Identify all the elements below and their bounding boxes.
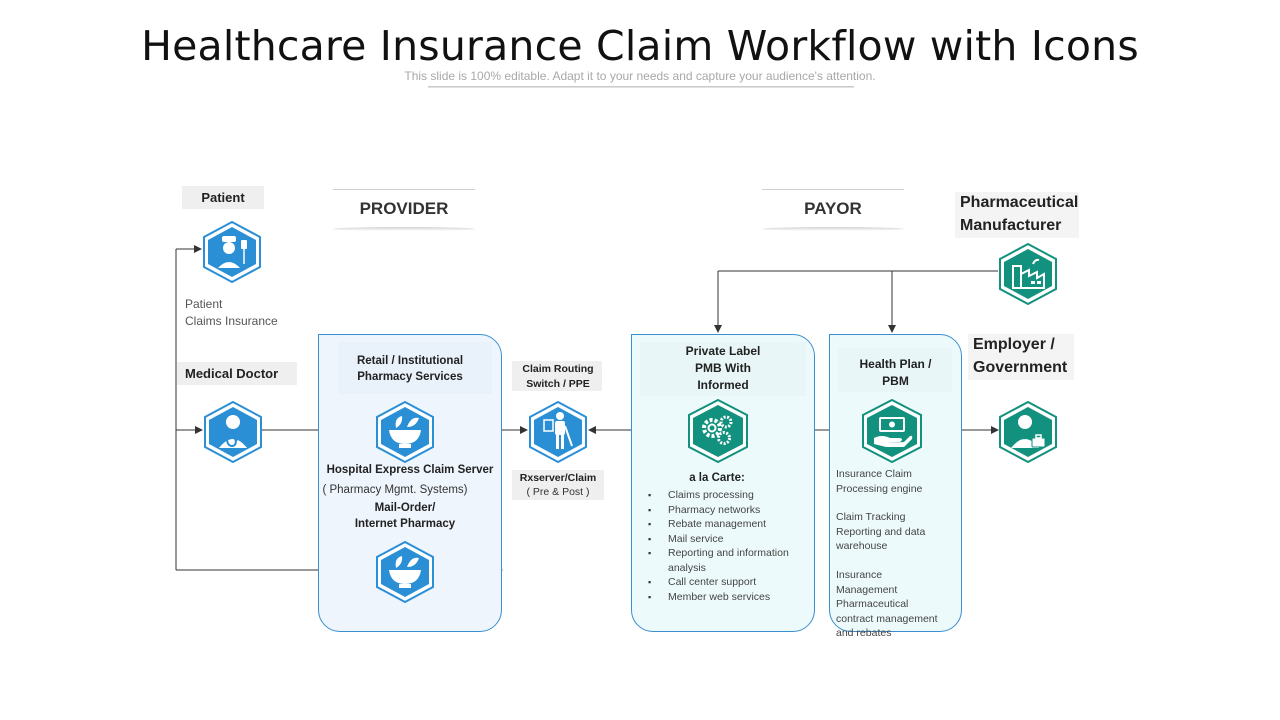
list-item: Member web services — [648, 590, 798, 605]
note3-line4: contract management — [836, 612, 938, 625]
businessman-icon — [999, 400, 1057, 464]
factory-icon — [999, 242, 1057, 306]
list-item: Claims processing — [648, 488, 798, 503]
health-plan-title-bg — [838, 348, 952, 392]
routing-title-line2: Switch / PPE — [526, 378, 590, 390]
patient-label: Patient — [182, 186, 264, 209]
mail-order-line2: Internet Pharmacy — [354, 518, 456, 530]
private-label-line3: Informed — [697, 378, 749, 392]
health-plan-title: Health Plan / PBM — [829, 356, 962, 390]
patient-caption-line1: Patient — [185, 297, 223, 311]
page-subtitle: This slide is 100% editable. Adapt it to… — [404, 69, 876, 83]
list-item: Mail service — [648, 532, 798, 547]
routing-title-bg — [512, 361, 602, 391]
provider-top-line — [333, 189, 475, 190]
subtitle-divider — [428, 86, 854, 88]
hospital-server-label: Hospital Express Claim Server — [326, 464, 494, 476]
employer-label-bg — [968, 334, 1074, 380]
rx-label: Rxserver/Claim — [519, 472, 597, 484]
patient-nurse-icon — [203, 220, 261, 284]
health-plan-note-3: Insurance Management Pharmaceutical cont… — [836, 568, 966, 641]
note3-line2: Management — [836, 583, 898, 596]
pharmacy-title-line1: Retail / Institutional — [356, 355, 464, 367]
health-plan-note-2: Claim Tracking Reporting and data wareho… — [836, 510, 962, 554]
note2-line3: warehouse — [836, 540, 888, 552]
note1-line2: Processing engine — [836, 482, 923, 495]
pharma-line2: Manufacturer — [960, 217, 1062, 234]
health-plan-line1: Health Plan / — [859, 357, 932, 371]
private-label-line2: PMB With — [695, 361, 751, 375]
payor-header: PAYOR — [804, 199, 862, 218]
note3-line1: Insurance — [836, 569, 883, 581]
doctor-stethoscope-icon — [204, 400, 262, 464]
list-item: Pharmacy networks — [648, 503, 798, 518]
employer-line2: Government — [973, 359, 1068, 376]
employer-line1: Employer / — [973, 336, 1055, 353]
page-title: Healthcare Insurance Claim Workflow with… — [141, 22, 1139, 70]
gears-icon — [688, 398, 748, 464]
services-list: Claims processing Pharmacy networks Reba… — [648, 488, 798, 604]
money-hand-icon — [862, 398, 922, 464]
pharmacy-title: Retail / Institutional Pharmacy Services — [330, 353, 490, 385]
provider-underline — [333, 227, 475, 231]
mail-order-line1: Mail-Order/ — [374, 502, 436, 514]
routing-title: Claim Routing Switch / PPE — [512, 362, 604, 392]
routing-title-line1: Claim Routing — [522, 363, 594, 375]
mail-order-label: Mail-Order/ Internet Pharmacy — [318, 500, 492, 532]
note3-line5: and rebates — [836, 627, 892, 639]
private-label-title-bg — [640, 342, 806, 396]
patient-caption-line2: Claims Insurance — [185, 314, 278, 328]
health-plan-note-1: Insurance Claim Processing engine — [836, 467, 962, 496]
provider-header: PROVIDER — [359, 199, 449, 218]
person-switch-icon — [529, 400, 587, 464]
pharma-label: Pharmaceutical Manufacturer — [960, 191, 1078, 237]
pharmacy-mgmt-label: ( Pharmacy Mgmt. Systems) — [322, 484, 468, 496]
patient-caption: Patient Claims Insurance — [185, 296, 278, 330]
pharmacy-title-line2: Pharmacy Services — [357, 371, 463, 383]
mortar-pestle-icon — [376, 400, 434, 464]
payor-underline — [762, 227, 904, 231]
mortar-pestle-icon — [376, 540, 434, 604]
health-plan-line2: PBM — [882, 374, 909, 388]
rx-label-bg — [512, 470, 604, 500]
private-label-line1: Private Label — [685, 344, 761, 358]
note2-line2: Reporting and data — [836, 525, 926, 538]
note1-line1: Insurance Claim — [836, 468, 912, 480]
a-la-carte-label: a la Carte: — [689, 472, 745, 484]
rx-sub-label: ( Pre & Post ) — [526, 486, 590, 498]
note2-line1: Claim Tracking — [836, 511, 906, 523]
employer-label: Employer / Government — [973, 333, 1067, 379]
list-item: Reporting and information analysis — [648, 546, 798, 575]
private-label-title: Private Label PMB With Informed — [631, 343, 815, 394]
pharma-line1: Pharmaceutical — [960, 194, 1079, 211]
payor-top-line — [762, 189, 904, 190]
list-item: Call center support — [648, 575, 798, 590]
doctor-label: Medical Doctor — [177, 362, 297, 385]
list-item: Rebate management — [648, 517, 798, 532]
pharmacy-title-bg — [338, 342, 492, 394]
pharma-label-bg — [955, 192, 1079, 238]
note3-line3: Pharmaceutical — [836, 598, 909, 610]
